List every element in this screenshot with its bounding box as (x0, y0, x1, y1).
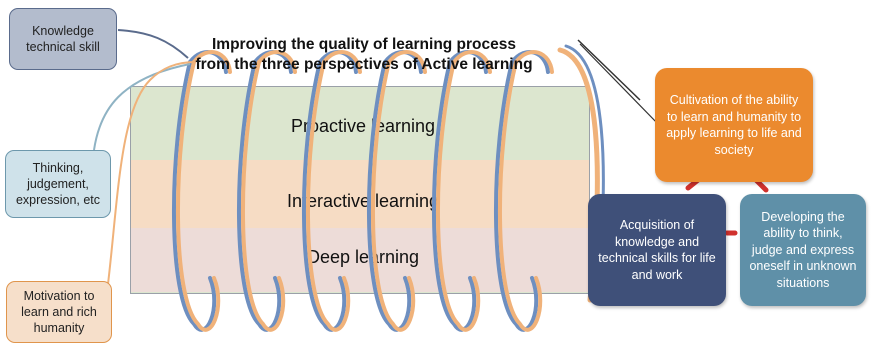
cylinder-bottom-tint (131, 228, 589, 292)
tag-motivation-humanity: Motivation to learn and rich humanity (6, 281, 112, 343)
title-line-2: from the three perspectives of Active le… (195, 56, 533, 74)
outcome-developing: Developing the ability to think, judge a… (740, 194, 866, 306)
coil-loop-top (192, 50, 232, 74)
band-interactive: Interactive learning (148, 178, 578, 224)
cylinder-middle-tint (131, 160, 589, 232)
coil-loop (171, 60, 217, 332)
band-deep-label: Deep learning (306, 246, 420, 267)
coil-loop (370, 60, 416, 332)
coil-loop (497, 60, 543, 332)
band-interactive-label: Interactive learning (286, 190, 440, 211)
coil-loop (493, 60, 539, 332)
band-proactive-label: Proactive learning (290, 115, 436, 136)
outcome-acquisition: Acquisition of knowledge and technical s… (588, 194, 726, 306)
coil-loop (431, 60, 477, 332)
tag-knowledge-skill: Knowledge technical skill (9, 8, 117, 70)
coil-loop-top (322, 50, 362, 74)
coil-loop (435, 60, 481, 332)
coil-loop (236, 60, 282, 332)
coil-loop (305, 60, 351, 332)
connector-motivation (107, 61, 197, 285)
diagram-title: Improving the quality of learning proces… (164, 35, 564, 75)
coil-loop-top (452, 50, 492, 74)
band-deep: Deep learning (148, 236, 578, 278)
tag-thinking-judgement: Thinking, judgement, expression, etc (5, 150, 111, 218)
coil-loop-top (387, 50, 427, 74)
connector-thinking (93, 63, 191, 151)
cap-line-bottom (579, 43, 661, 127)
coil-loop (175, 60, 221, 332)
coil-loop-top (257, 50, 297, 74)
connector-knowledge (117, 29, 189, 59)
coil-loop (301, 60, 347, 332)
coil-loop (240, 60, 286, 332)
outcome-cultivation: Cultivation of the ability to learn and … (655, 68, 813, 182)
band-proactive: Proactive learning (148, 104, 578, 148)
title-line-1: Improving the quality of learning proces… (211, 36, 517, 53)
coil-loop (366, 60, 412, 332)
cap-line-top (577, 39, 641, 101)
coil-loop-top (514, 50, 554, 74)
